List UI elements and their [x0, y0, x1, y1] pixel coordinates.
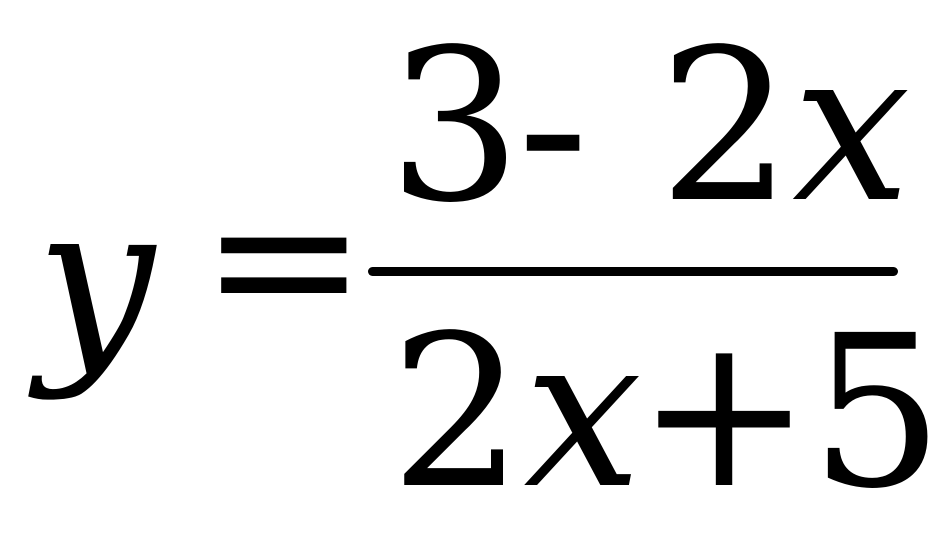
- denominator-variable: x: [523, 290, 643, 535]
- denominator-coefficient: 2: [390, 290, 524, 535]
- denominator-constant: 5: [810, 290, 942, 535]
- numerator-minus: -: [517, 4, 589, 249]
- denominator-plus: +: [636, 290, 813, 535]
- numerator-variable: x: [792, 4, 911, 249]
- denominator: 2 x + 5: [390, 308, 942, 518]
- lhs-variable: y: [36, 158, 155, 403]
- numerator-constant: 3: [388, 4, 522, 249]
- numerator: 3 - 2 x: [388, 22, 911, 232]
- equals-sign: =: [200, 143, 368, 376]
- fraction-bar: [368, 267, 898, 276]
- numerator-coefficient: 2: [658, 4, 793, 249]
